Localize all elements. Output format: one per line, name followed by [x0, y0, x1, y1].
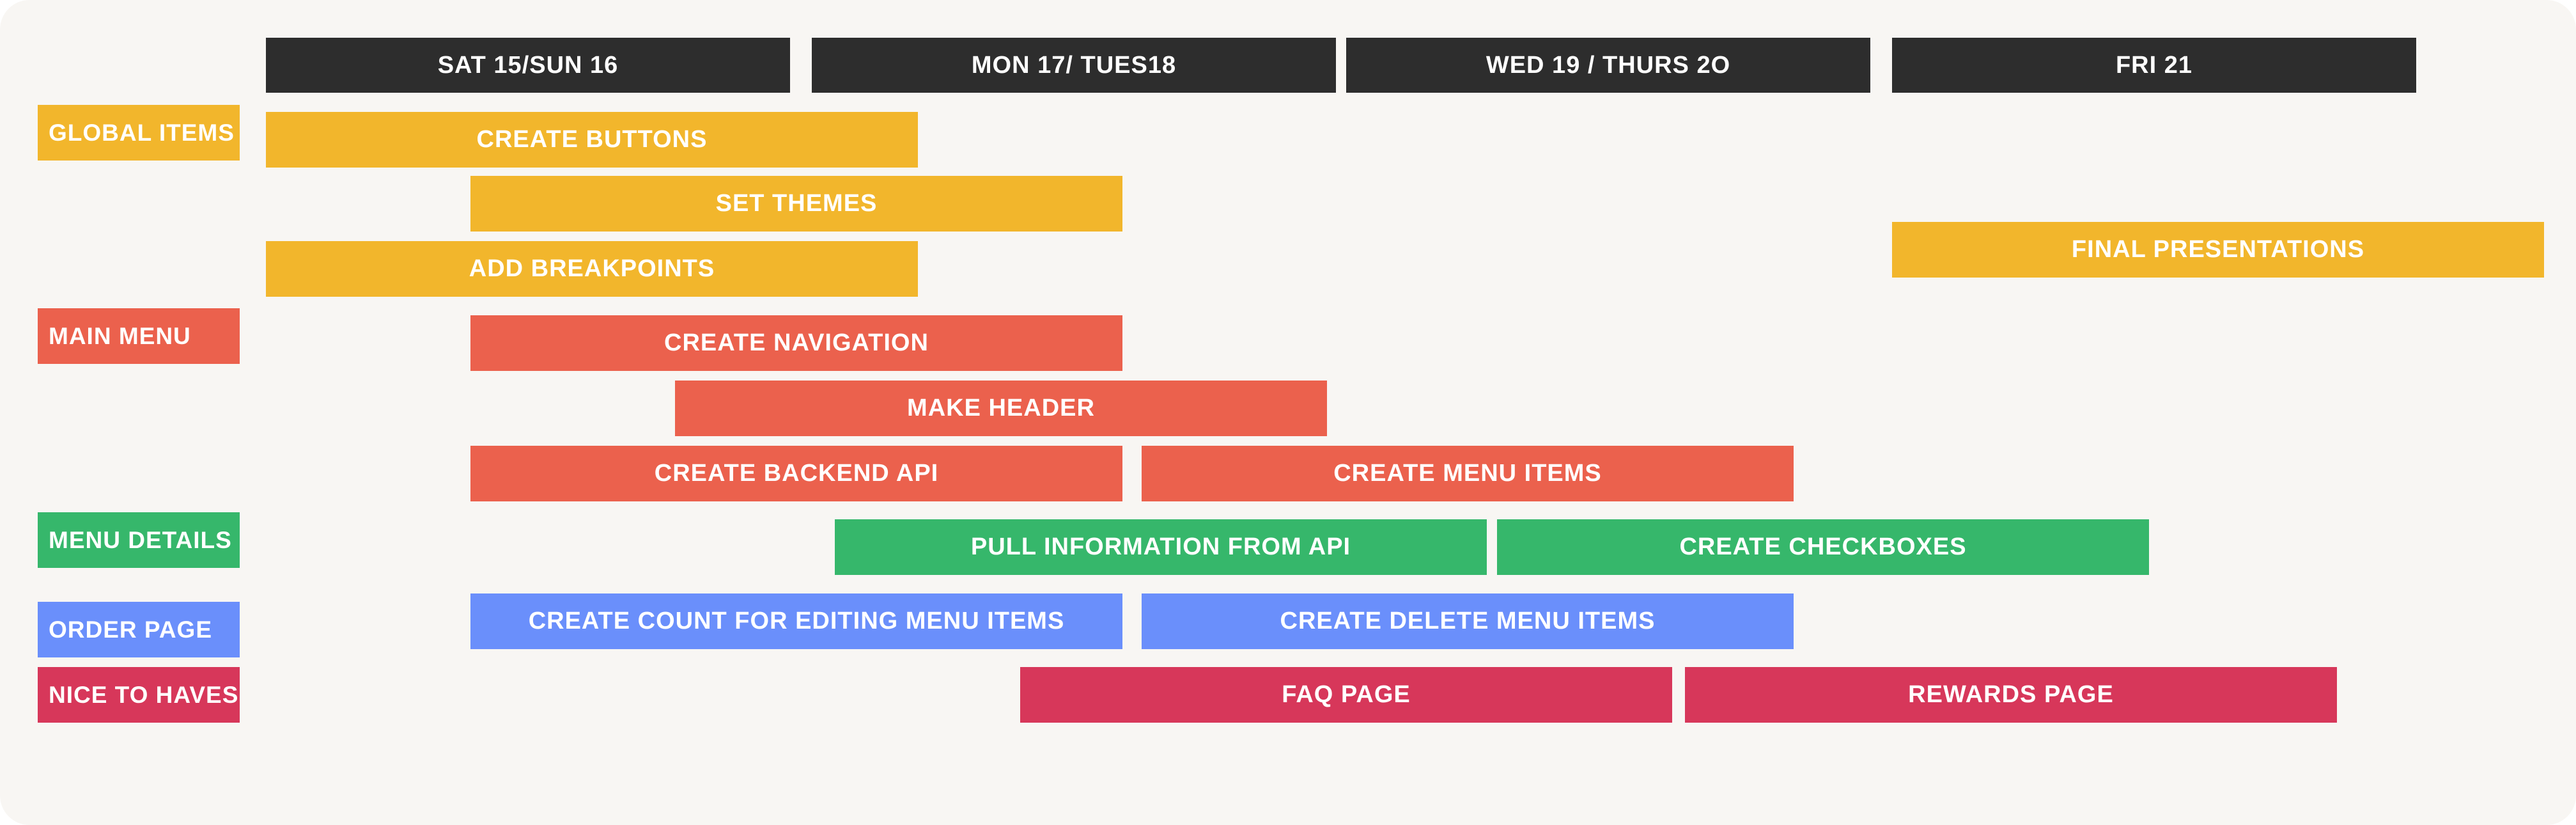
- day-header-mon-tue: MON 17/ TUES18: [812, 38, 1336, 93]
- category-label-order-page: ORDER PAGE: [38, 602, 240, 657]
- task-create-buttons: CREATE BUTTONS: [266, 112, 918, 168]
- task-make-header: MAKE HEADER: [675, 381, 1327, 436]
- task-create-delete-menu-items: CREATE DELETE MENU ITEMS: [1142, 593, 1794, 649]
- day-header-sat-sun: SAT 15/SUN 16: [266, 38, 790, 93]
- task-create-navigation: CREATE NAVIGATION: [470, 315, 1122, 371]
- task-create-backend-api: CREATE BACKEND API: [470, 446, 1122, 501]
- category-label-main-menu: MAIN MENU: [38, 308, 240, 364]
- day-header-fri: FRI 21: [1892, 38, 2416, 93]
- task-faq-page: FAQ PAGE: [1020, 667, 1672, 723]
- task-rewards-page: REWARDS PAGE: [1685, 667, 2337, 723]
- task-create-menu-items: CREATE MENU ITEMS: [1142, 446, 1794, 501]
- task-set-themes: SET THEMES: [470, 176, 1122, 232]
- category-label-global-items: GLOBAL ITEMS: [38, 105, 240, 161]
- category-label-nice-to-haves: NICE TO HAVES: [38, 667, 240, 723]
- task-create-count-for-editing-menu-items: CREATE COUNT FOR EDITING MENU ITEMS: [470, 593, 1122, 649]
- task-create-checkboxes: CREATE CHECKBOXES: [1497, 519, 2149, 575]
- day-header-wed-thu: WED 19 / THURS 2O: [1346, 38, 1870, 93]
- category-label-menu-details: MENU DETAILS: [38, 512, 240, 568]
- task-pull-information-from-api: PULL INFORMATION FROM API: [835, 519, 1487, 575]
- task-final-presentations: FINAL PRESENTATIONS: [1892, 222, 2544, 278]
- task-add-breakpoints: ADD BREAKPOINTS: [266, 241, 918, 297]
